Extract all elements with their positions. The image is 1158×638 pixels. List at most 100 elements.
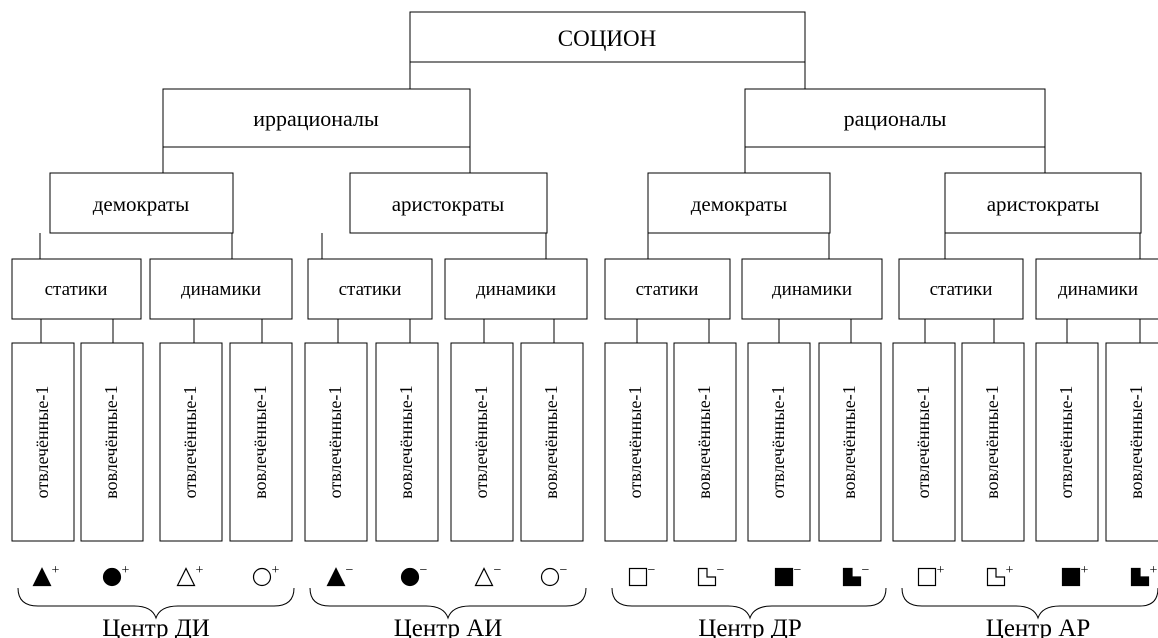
leaf-node: вовлечённые-1	[673, 342, 737, 542]
leaf-label: вовлечённые-1	[396, 385, 416, 499]
sign-label: −	[862, 563, 870, 578]
center-label: Центр ДИ	[102, 615, 210, 638]
node-irr-aristocrats: аристократы	[349, 172, 548, 234]
sign-label: +	[196, 563, 204, 578]
leaf-node: вовлечённые-1	[229, 342, 293, 542]
node-rationals-label: рационалы	[844, 106, 947, 131]
node-type-dynamics: динамики	[444, 258, 588, 320]
leaf-label: вовлечённые-1	[101, 385, 121, 499]
triangle-white-icon: +	[176, 563, 204, 587]
leaf-label: вовлечённые-1	[694, 385, 714, 499]
node-rat-aristocrats-label: аристократы	[987, 192, 1100, 216]
root-label: СОЦИОН	[558, 26, 656, 51]
brace-center-dr	[611, 587, 887, 620]
lshape-shape	[986, 567, 1006, 587]
sign-label: +	[1006, 563, 1014, 578]
node-type-statics: статики	[898, 258, 1024, 320]
circle-shape	[400, 567, 420, 587]
square-shape	[628, 567, 648, 587]
type-label: статики	[930, 279, 993, 300]
leaf-label: отвлечённые-1	[1056, 386, 1076, 499]
node-irr-aristocrats-label: аристократы	[392, 192, 505, 216]
leaf-node: вовлечённые-1	[80, 342, 144, 542]
circle-shape	[252, 567, 272, 587]
sign-label: +	[1081, 563, 1089, 578]
center-label: Центр АИ	[394, 615, 503, 638]
circle-shape	[540, 567, 560, 587]
circle-white-icon: +	[252, 563, 280, 587]
leaf-node: отвлечённые-1	[1035, 342, 1099, 542]
sign-label: +	[52, 563, 60, 578]
sign-label: −	[794, 563, 802, 578]
type-label: динамики	[476, 279, 556, 300]
center-symbols: + + + + − − − − − − − − + + + +	[32, 563, 1158, 587]
sign-label: −	[420, 563, 428, 578]
sign-label: +	[122, 563, 130, 578]
triangle-white-icon: −	[474, 563, 502, 587]
sign-label: −	[648, 563, 656, 578]
leaf-nodes: отвлечённые-1 вовлечённые-1 отвлечённые-…	[11, 342, 1158, 542]
square-shape	[1061, 567, 1081, 587]
leaf-label: вовлечённые-1	[1126, 385, 1146, 499]
lshape-white-icon: −	[697, 563, 725, 587]
triangle-shape	[474, 567, 494, 587]
lshape-black-icon: +	[1130, 563, 1158, 587]
node-type-statics: статики	[11, 258, 142, 320]
sign-label: −	[560, 563, 568, 578]
triangle-black-icon: −	[326, 563, 354, 587]
brace-center-di	[17, 587, 295, 620]
center-labels: Центр ДИ Центр АИ Центр ДР Центр АР	[102, 615, 1090, 638]
leaf-node: вовлечённые-1	[961, 342, 1025, 542]
circle-shape	[102, 567, 122, 587]
leaf-node: отвлечённые-1	[11, 342, 75, 542]
leaf-label: отвлечённые-1	[625, 386, 645, 499]
brace-center-ar	[901, 587, 1158, 620]
lshape-shape	[1130, 567, 1150, 587]
lshape-shape	[697, 567, 717, 587]
lshape-white-icon: +	[986, 563, 1014, 587]
node-rationals: рационалы	[744, 88, 1046, 148]
leaf-node: вовлечённые-1	[1105, 342, 1158, 542]
leaf-label: вовлечённые-1	[839, 385, 859, 499]
node-irrationals-label: иррационалы	[253, 106, 379, 131]
center-label: Центр АР	[986, 615, 1090, 638]
leaf-label: вовлечённые-1	[982, 385, 1002, 499]
type-label: динамики	[772, 279, 852, 300]
square-black-icon: −	[774, 563, 802, 587]
sign-label: +	[1150, 563, 1158, 578]
center-braces	[17, 587, 1158, 620]
leaf-label: отвлечённые-1	[32, 386, 52, 499]
leaf-node: отвлечённые-1	[304, 342, 368, 542]
leaf-label: вовлечённые-1	[250, 385, 270, 499]
square-shape	[774, 567, 794, 587]
sign-label: −	[494, 563, 502, 578]
leaf-label: отвлечённые-1	[180, 386, 200, 499]
circle-white-icon: −	[540, 563, 568, 587]
type-label: статики	[45, 279, 108, 300]
leaf-node: отвлечённые-1	[747, 342, 811, 542]
leaf-label: отвлечённые-1	[913, 386, 933, 499]
node-rat-democrats-label: демократы	[691, 192, 788, 216]
sign-label: +	[272, 563, 280, 578]
square-shape	[917, 567, 937, 587]
root-node: СОЦИОН	[409, 11, 806, 63]
circle-black-icon: −	[400, 563, 428, 587]
lshape-shape	[842, 567, 862, 587]
triangle-shape	[32, 567, 52, 587]
type-label: статики	[636, 279, 699, 300]
node-irrationals: иррационалы	[162, 88, 471, 148]
node-type-statics: статики	[604, 258, 731, 320]
node-irr-democrats: демократы	[49, 172, 234, 234]
leaf-label: отвлечённые-1	[471, 386, 491, 499]
node-type-dynamics: динамики	[1035, 258, 1158, 320]
node-type-statics: статики	[307, 258, 433, 320]
brace-center-ai	[309, 587, 587, 620]
lshape-black-icon: −	[842, 563, 870, 587]
leaf-node: отвлечённые-1	[604, 342, 668, 542]
triangle-shape	[176, 567, 196, 587]
node-rat-democrats: демократы	[647, 172, 831, 234]
square-white-icon: −	[628, 563, 656, 587]
leaf-node: отвлечённые-1	[159, 342, 223, 542]
node-rat-aristocrats: аристократы	[944, 172, 1142, 234]
square-white-icon: +	[917, 563, 945, 587]
